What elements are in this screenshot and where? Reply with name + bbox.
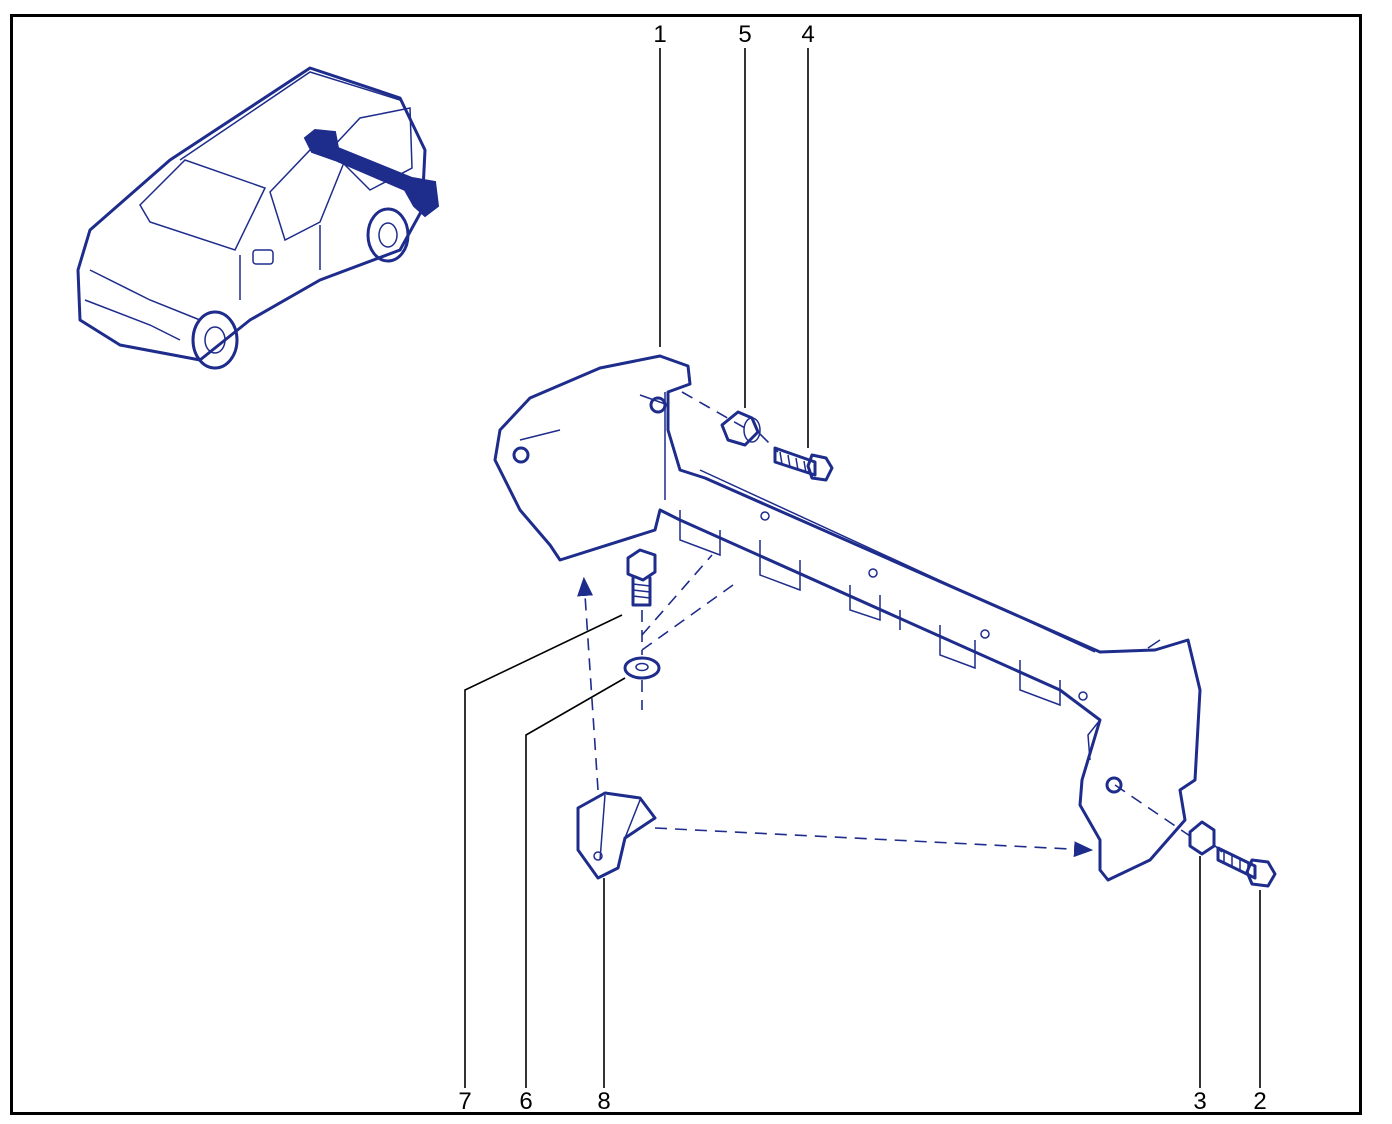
assembly-dashed-lines — [577, 391, 1223, 858]
callout-4: 4 — [801, 21, 815, 48]
callout-2: 2 — [1253, 1088, 1267, 1115]
vehicle-thumbnail — [76, 66, 440, 370]
bracket-part-8 — [576, 791, 657, 880]
rear-bumper-part-1 — [493, 354, 1202, 882]
nut-part-3 — [1188, 820, 1216, 856]
clip-part-5 — [720, 410, 761, 447]
callout-7: 7 — [458, 1088, 472, 1115]
callout-6: 6 — [519, 1088, 533, 1115]
washer-part-6 — [623, 656, 661, 680]
screw-part-4 — [773, 446, 834, 482]
callout-8: 8 — [597, 1088, 611, 1115]
bolt-part-7 — [626, 548, 657, 607]
callout-1: 1 — [653, 21, 667, 48]
callout-3: 3 — [1193, 1088, 1207, 1115]
diagram-frame — [10, 14, 1362, 1115]
leader-lines — [464, 48, 1261, 1088]
callout-5: 5 — [738, 21, 752, 48]
screw-part-2 — [1216, 846, 1277, 888]
